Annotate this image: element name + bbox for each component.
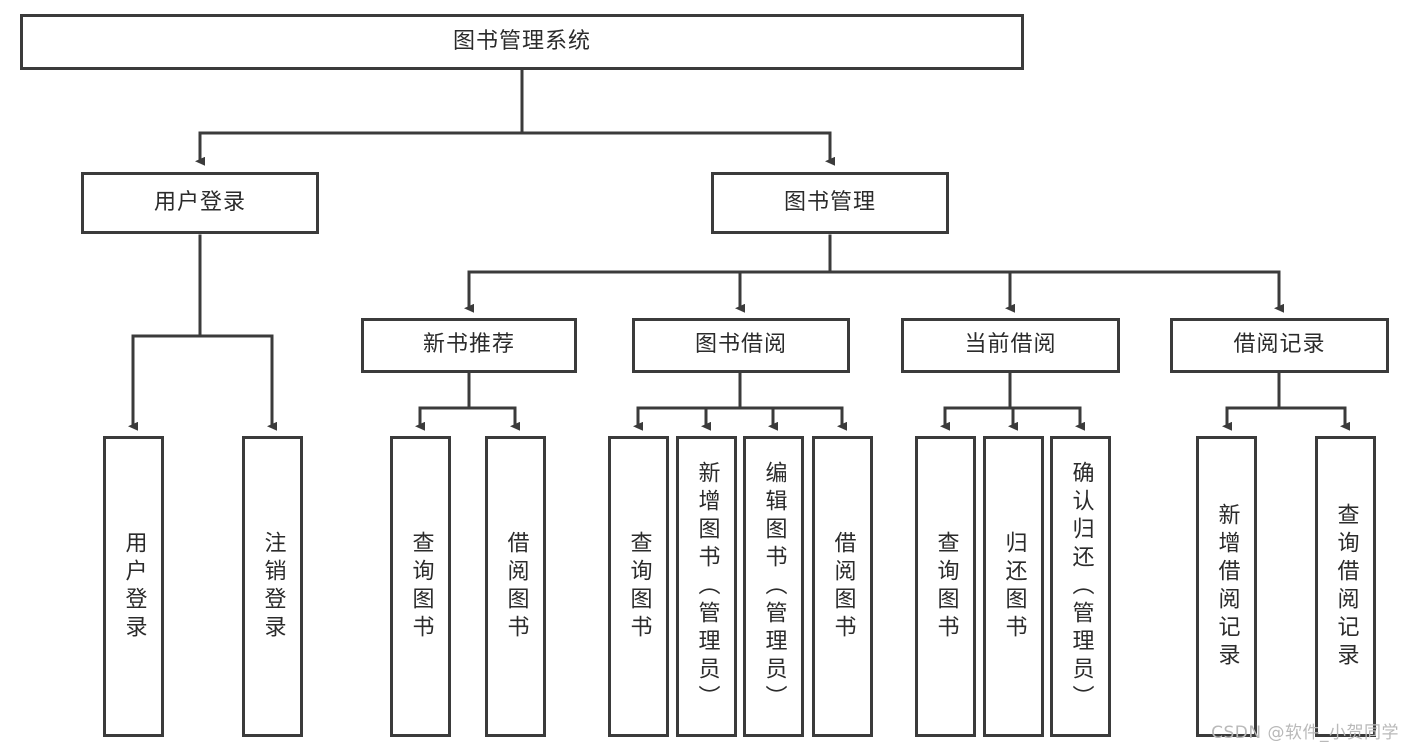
leaf-query-book-2[interactable]: 查询图书 xyxy=(608,436,669,737)
leaf-query-book-3-label: 查询图书 xyxy=(933,530,959,643)
leaf-borrow-book-1-label: 借阅图书 xyxy=(503,530,529,643)
leaf-borrow-book-2-label: 借阅图书 xyxy=(830,530,856,643)
leaf-query-book-1-label: 查询图书 xyxy=(408,530,434,643)
node-book-manage[interactable]: 图书管理 xyxy=(711,172,949,234)
leaf-query-book-3[interactable]: 查询图书 xyxy=(915,436,976,737)
leaf-query-book-2-label: 查询图书 xyxy=(626,530,652,643)
leaf-user-logout[interactable]: 注销登录 xyxy=(242,436,303,737)
leaf-user-logout-label: 注销登录 xyxy=(260,530,286,643)
leaf-return-book-label: 归还图书 xyxy=(1001,530,1027,643)
leaf-user-login[interactable]: 用户登录 xyxy=(103,436,164,737)
node-new-book-rec[interactable]: 新书推荐 xyxy=(361,318,577,373)
leaf-query-record[interactable]: 查询借阅记录 xyxy=(1315,436,1376,737)
leaf-user-login-label: 用户登录 xyxy=(121,530,147,643)
node-current-borrow-label: 当前借阅 xyxy=(964,332,1057,358)
leaf-return-book[interactable]: 归还图书 xyxy=(983,436,1044,737)
node-user-login-label: 用户登录 xyxy=(153,189,246,215)
watermark: CSDN @软件_小贺同学 xyxy=(1211,723,1399,743)
leaf-edit-book[interactable]: 编辑图书（管理员） xyxy=(743,436,804,737)
leaf-add-book[interactable]: 新增图书（管理员） xyxy=(676,436,737,737)
node-root[interactable]: 图书管理系统 xyxy=(20,14,1024,70)
node-book-borrow[interactable]: 图书借阅 xyxy=(632,318,850,373)
leaf-query-book-1[interactable]: 查询图书 xyxy=(390,436,451,737)
leaf-add-book-label: 新增图书（管理员） xyxy=(694,460,720,713)
leaf-confirm-return-label: 确认归还（管理员） xyxy=(1068,460,1094,713)
node-borrow-record-label: 借阅记录 xyxy=(1233,332,1326,358)
leaf-query-record-label: 查询借阅记录 xyxy=(1333,502,1359,671)
leaf-add-record[interactable]: 新增借阅记录 xyxy=(1196,436,1257,737)
node-user-login[interactable]: 用户登录 xyxy=(81,172,319,234)
node-book-manage-label: 图书管理 xyxy=(783,189,876,215)
leaf-borrow-book-2[interactable]: 借阅图书 xyxy=(812,436,873,737)
node-root-label: 图书管理系统 xyxy=(452,28,591,54)
leaf-borrow-book-1[interactable]: 借阅图书 xyxy=(485,436,546,737)
leaf-edit-book-label: 编辑图书（管理员） xyxy=(761,460,787,713)
leaf-add-record-label: 新增借阅记录 xyxy=(1214,502,1240,671)
node-book-borrow-label: 图书借阅 xyxy=(694,332,787,358)
node-current-borrow[interactable]: 当前借阅 xyxy=(901,318,1120,373)
leaf-confirm-return[interactable]: 确认归还（管理员） xyxy=(1050,436,1111,737)
node-new-book-rec-label: 新书推荐 xyxy=(422,332,515,358)
node-borrow-record[interactable]: 借阅记录 xyxy=(1170,318,1389,373)
